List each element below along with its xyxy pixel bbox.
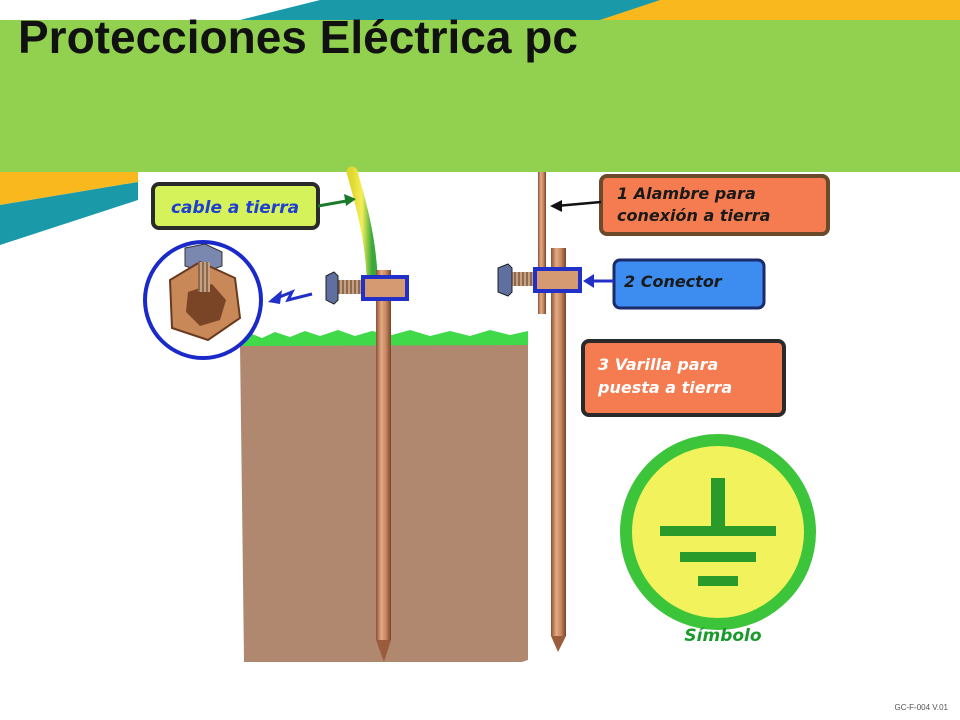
right-clamp-thread: [508, 272, 534, 286]
label-alambre-line2: conexión a tierra: [617, 206, 770, 225]
left-rod-tip: [376, 640, 391, 662]
ground-symbol: [620, 434, 816, 630]
slide-title: Protecciones Eléctrica pc: [18, 11, 578, 63]
left-clamp-thread: [334, 280, 364, 294]
ground-wire-green-yellow: [346, 166, 378, 281]
label-alambre-line1: 1 Alambre para: [617, 184, 756, 203]
label-varilla-line2: puesta a tierra: [597, 378, 732, 397]
connection-wire: [538, 172, 546, 314]
label-conector-text: 2 Conector: [624, 272, 723, 291]
arrowhead-cable-a-tierra: [344, 194, 356, 206]
right-ground-rod: [551, 248, 566, 636]
arrowhead-alambre: [550, 200, 562, 212]
title-band: [0, 20, 960, 172]
right-bolt-head: [497, 263, 513, 297]
ground-symbol-bar-1: [660, 526, 776, 536]
label-alambre: 1 Alambre para conexión a tierra: [599, 174, 830, 236]
label-varilla-line1: 3 Varilla para: [598, 355, 718, 374]
right-rod-tip: [551, 636, 566, 652]
arrowhead-conector: [583, 274, 594, 288]
ground-symbol-stem: [711, 478, 725, 528]
clamp-detail-circle: [143, 240, 263, 360]
deco-yellow-top-stripe: [600, 0, 960, 20]
right-ground-assembly: [497, 172, 582, 652]
deco-teal-left-stripe: [0, 182, 138, 245]
left-ground-assembly: [268, 166, 409, 662]
label-conector: 2 Conector: [612, 258, 766, 310]
label-varilla: 3 Varilla para puesta a tierra: [581, 339, 786, 417]
ground-symbol-bar-2: [680, 552, 756, 562]
label-cable-a-tierra-text: cable a tierra: [171, 198, 299, 218]
label-cable-a-tierra: cable a tierra: [151, 182, 320, 230]
ground-symbol-bar-3: [698, 576, 738, 586]
clamp-detail-opening: [186, 284, 226, 326]
right-connector-clamp: [533, 267, 582, 293]
footer-document-code: GC-F-004 V.01: [894, 703, 948, 712]
deco-yellow-left-stripe: [0, 172, 138, 205]
pointer-arrow-to-clamp-detail: [271, 289, 313, 303]
left-connector-clamp: [361, 275, 409, 301]
clamp-detail-thread: [198, 262, 210, 292]
pointer-arrowhead: [268, 290, 282, 304]
left-ground-rod: [376, 270, 391, 640]
left-bolt-head: [325, 271, 339, 305]
ground-symbol-caption: Símbolo: [684, 626, 761, 646]
arrow-alambre: [555, 200, 602, 208]
